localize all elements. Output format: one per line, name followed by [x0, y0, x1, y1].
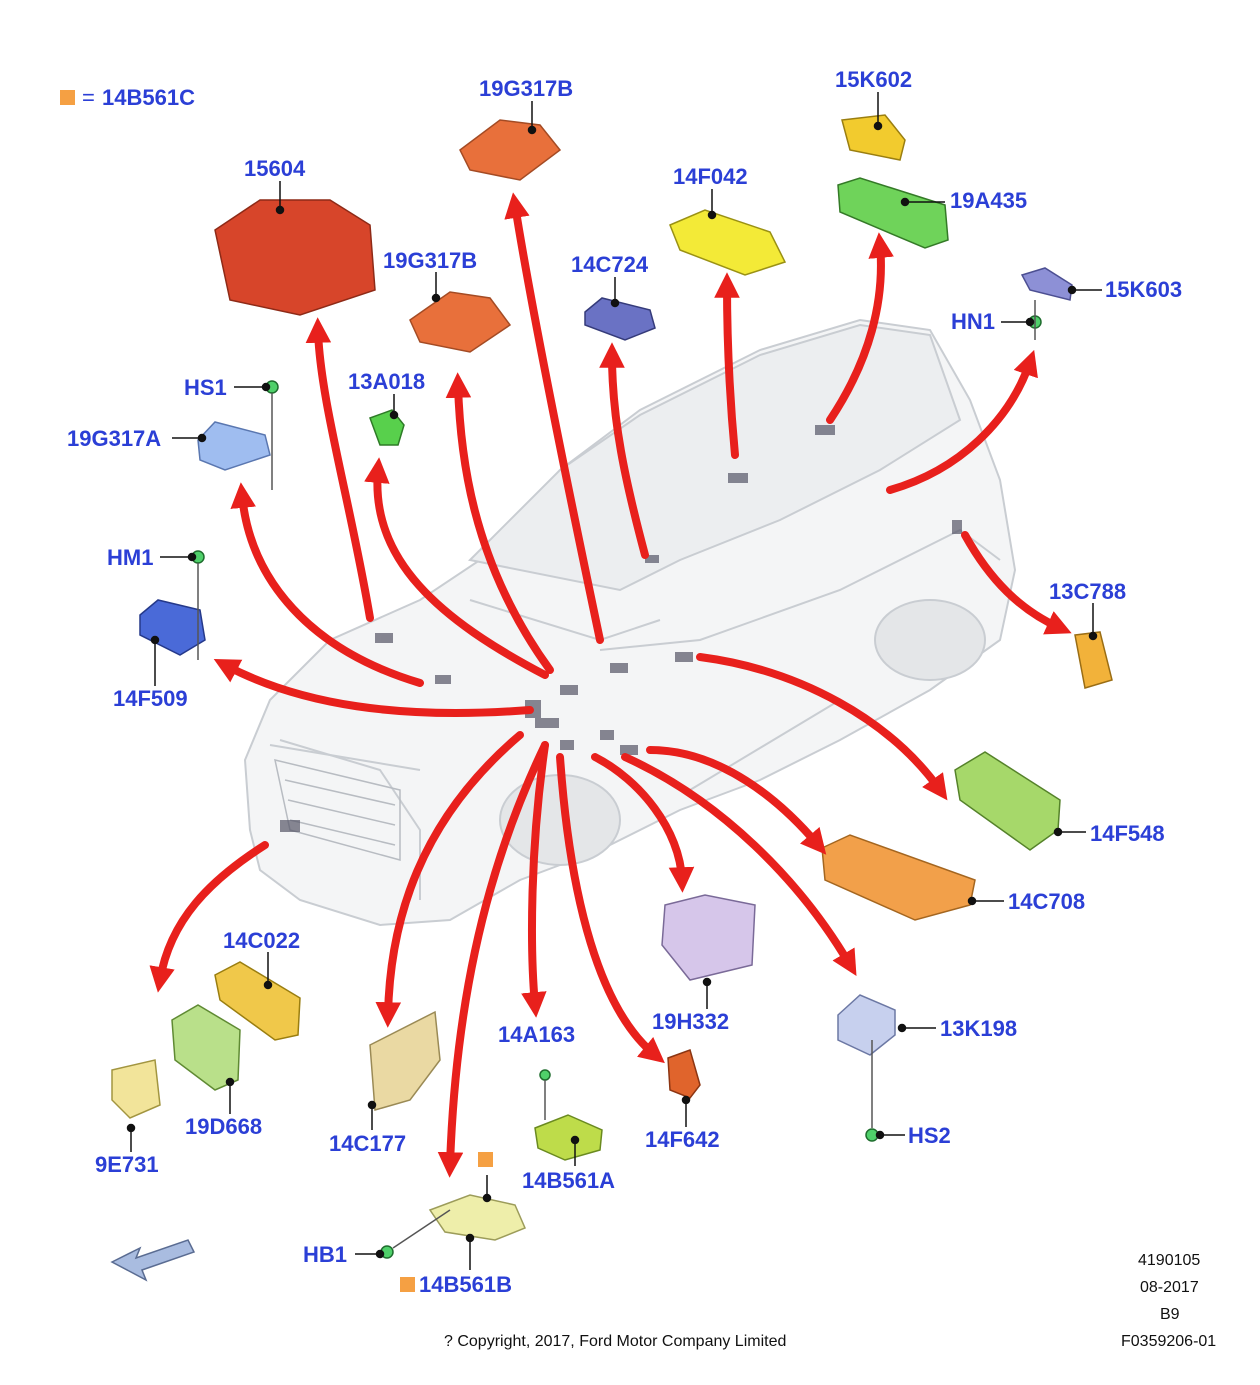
label-14C177: 14C177	[329, 1131, 407, 1156]
label-HS1: HS1	[184, 375, 227, 400]
label-14B561B: 14B561B	[419, 1272, 512, 1297]
label-HB1: HB1	[303, 1242, 348, 1267]
module-14F548	[954, 751, 1061, 851]
module-13A018	[369, 409, 405, 446]
module-14C708	[821, 834, 976, 921]
vehicle-sensor-blocks	[280, 425, 962, 832]
module-15K602	[841, 114, 906, 161]
module-14C022	[214, 961, 301, 1041]
label-13A018: 13A018	[348, 369, 426, 394]
bolt-14A163	[539, 1069, 551, 1081]
module-13C788	[1074, 631, 1113, 689]
module-14F642	[667, 1049, 701, 1099]
vehicle-outline	[243, 318, 1017, 927]
module-shapes	[111, 114, 1113, 1241]
module-14B561A	[534, 1114, 603, 1161]
label-14B561A: 14B561A	[522, 1168, 615, 1193]
footer-figure-id: F0359206-01	[1121, 1333, 1217, 1350]
label-14F509: 14F509	[113, 686, 188, 711]
module-19G317B-top	[459, 119, 562, 181]
module-13K198	[837, 994, 896, 1056]
location-arrows	[149, 192, 1072, 1178]
module-19A435	[837, 177, 949, 249]
leader-lines	[126, 92, 1102, 1270]
module-15K603	[1020, 267, 1073, 301]
label-14F042: 14F042	[673, 164, 748, 189]
legend-marker	[60, 90, 75, 105]
label-14C724: 14C724	[571, 252, 649, 277]
label-13K198: 13K198	[940, 1016, 1018, 1041]
label-HN1: HN1	[951, 309, 996, 334]
label-15K603: 15K603	[1105, 277, 1183, 302]
module-15604	[214, 199, 376, 316]
label-HS2: HS2	[908, 1123, 951, 1148]
label-14F548: 14F548	[1090, 821, 1165, 846]
label-19D668: 19D668	[185, 1114, 263, 1139]
footer-code: 4190105	[1138, 1252, 1201, 1269]
label-19A435: 19A435	[950, 188, 1028, 213]
module-19G317A	[197, 421, 271, 471]
footer-copyright: ? Copyright, 2017, Ford Motor Company Li…	[444, 1333, 787, 1350]
bolt-shafts	[197, 300, 1036, 1249]
module-14C177	[369, 1010, 441, 1111]
label-14C708: 14C708	[1008, 889, 1086, 914]
vehicle-grille	[274, 758, 401, 861]
label-14F642: 14F642	[645, 1127, 720, 1152]
label-15604: 15604	[244, 156, 306, 181]
module-14F509	[139, 599, 206, 656]
marker-14B561C-part	[478, 1152, 493, 1167]
module-14C724	[584, 297, 656, 341]
label-13C788: 13C788	[1049, 579, 1127, 604]
module-9E731	[111, 1059, 161, 1119]
label-15K602: 15K602	[835, 67, 913, 92]
label-19H332: 19H332	[652, 1009, 730, 1034]
footer-rev: B9	[1160, 1306, 1180, 1323]
module-19G317B-mid	[409, 291, 512, 353]
label-19G317B-mid: 19G317B	[383, 248, 478, 273]
label-14A163: 14A163	[498, 1022, 576, 1047]
legend-label: 14B561C	[102, 85, 195, 110]
label-19G317A: 19G317A	[67, 426, 162, 451]
module-14F042	[669, 209, 787, 276]
label-9E731: 9E731	[95, 1152, 159, 1177]
legend-equals: =	[82, 85, 95, 110]
label-HM1: HM1	[107, 545, 154, 570]
label-19G317B-top: 19G317B	[479, 76, 574, 101]
module-19H332	[661, 894, 756, 981]
module-14B561B	[428, 1194, 526, 1241]
marker-14B561B	[400, 1277, 415, 1292]
direction-arrow-icon	[110, 1239, 196, 1282]
footer-date: 08-2017	[1140, 1279, 1199, 1296]
label-14C022: 14C022	[223, 928, 301, 953]
module-19D668	[171, 1004, 241, 1091]
